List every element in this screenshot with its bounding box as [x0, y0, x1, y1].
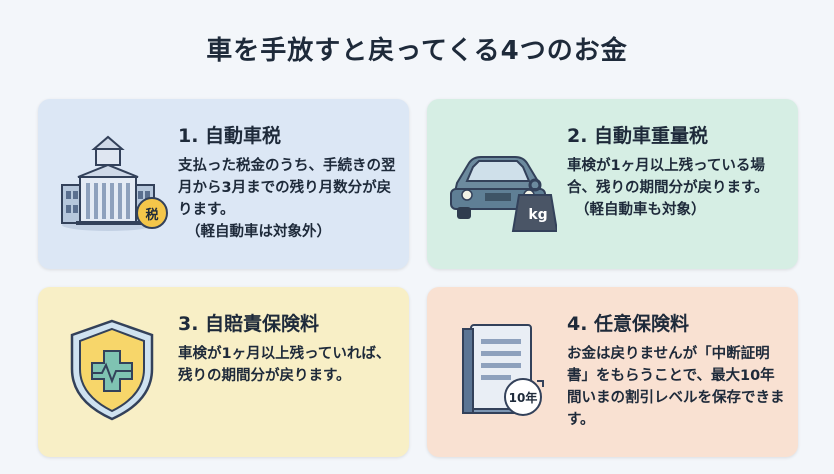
page-title: 車を手放すと戻ってくる4つのお金	[206, 36, 628, 66]
card-automobile-tax: 税 1. 自動車税 支払った税金のうち、手続きの翌月から3月までの残り月数分が戻…	[38, 99, 409, 269]
car-weight-icon: kg	[445, 127, 559, 239]
card-compulsory-insurance: 3. 自賠責保険料 車検が1ヶ月以上残っていれば、残りの期間分が戻ります。	[38, 287, 409, 457]
card-description: 支払った税金のうち、手続きの翌月から3月までの残り月数分が戻ります。	[178, 158, 396, 218]
card-heading: 4. 任意保険料	[567, 313, 690, 335]
card-note: （軽自動車は対象外）	[186, 224, 331, 240]
tax-badge: 税	[145, 208, 159, 223]
card-voluntary-insurance: 10年 4. 任意保険料 お金は戻りませんが「中断証明書」をもらうことで、最大1…	[427, 287, 798, 457]
card-body: 車検が1ヶ月以上残っていれば、残りの期間分が戻ります。	[178, 343, 400, 387]
card-description: お金は戻りませんが「中断証明書」をもらうことで、最大10年間いまの割引レベルを保…	[567, 346, 785, 428]
government-building-icon: 税	[56, 127, 168, 239]
card-body: 車検が1ヶ月以上残っている場合、残りの期間分が戻ります。 （軽自動車も対象）	[567, 155, 789, 221]
card-heading: 1. 自動車税	[178, 125, 282, 147]
card-heading: 2. 自動車重量税	[567, 125, 709, 147]
card-body: 支払った税金のうち、手続きの翌月から3月までの残り月数分が戻ります。 （軽自動車…	[178, 155, 400, 243]
card-heading: 3. 自賠責保険料	[178, 313, 320, 335]
card-weight-tax: kg 2. 自動車重量税 車検が1ヶ月以上残っている場合、残りの期間分が戻ります…	[427, 99, 798, 269]
shield-medical-icon	[56, 315, 168, 427]
certificate-document-icon: 10年	[445, 315, 557, 427]
weight-badge: kg	[528, 207, 548, 223]
years-badge: 10年	[508, 391, 538, 405]
card-description: 車検が1ヶ月以上残っている場合、残りの期間分が戻ります。	[567, 158, 769, 196]
card-description: 車検が1ヶ月以上残っていれば、残りの期間分が戻ります。	[178, 346, 391, 384]
card-body: お金は戻りませんが「中断証明書」をもらうことで、最大10年間いまの割引レベルを保…	[567, 343, 789, 431]
card-note: （軽自動車も対象）	[575, 202, 706, 218]
